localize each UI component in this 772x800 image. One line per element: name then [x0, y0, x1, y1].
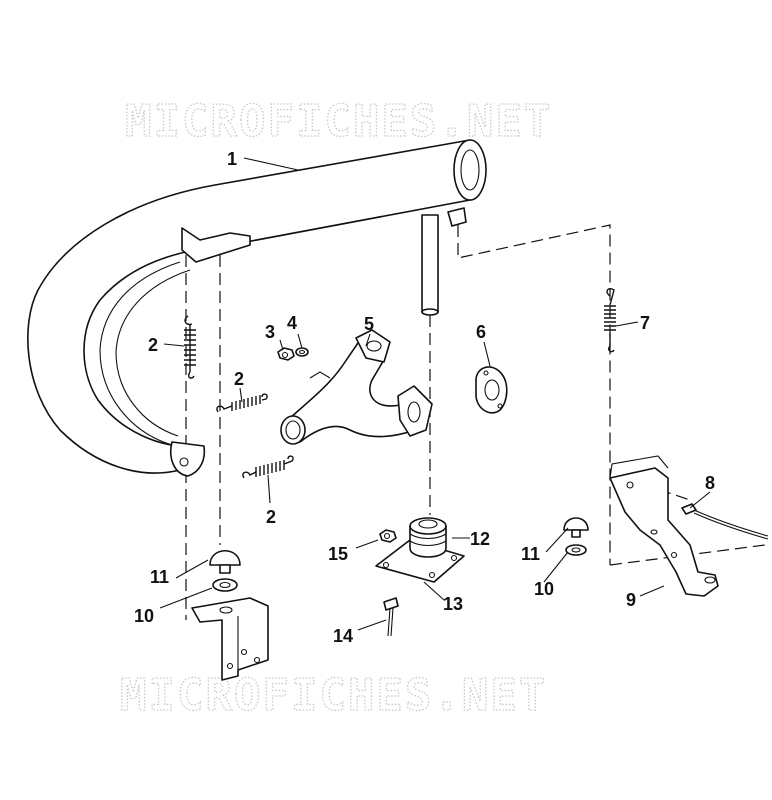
leader-lines — [159, 157, 711, 631]
callout-3: 3 — [265, 322, 275, 342]
part-6-gasket — [475, 366, 508, 414]
callout-6: 6 — [476, 322, 486, 342]
callout-1: 1 — [227, 149, 237, 169]
part-7-spring — [604, 287, 616, 353]
callout-13: 13 — [443, 594, 463, 614]
callout-9: 9 — [626, 590, 636, 610]
callout-labels: 1 2 2 2 3 4 5 6 7 8 9 10 10 11 11 12 13 … — [134, 149, 715, 646]
part-8-cable — [681, 503, 769, 540]
watermark-top: MICROFICHES.NET — [125, 96, 552, 147]
callout-11-right: 11 — [521, 544, 540, 564]
part-1-muffler — [27, 139, 487, 477]
callout-4: 4 — [287, 313, 297, 333]
part-4-washer — [295, 347, 309, 357]
callout-10-right: 10 — [534, 579, 554, 599]
callout-7: 7 — [640, 313, 650, 333]
part-11-bumper-left — [209, 550, 241, 574]
part-2-spring-lower — [242, 455, 294, 479]
callout-14: 14 — [333, 626, 353, 646]
callout-2-middle: 2 — [234, 369, 244, 389]
assembly-lines — [185, 224, 766, 620]
part-5-y-pipe — [280, 329, 433, 445]
callout-12: 12 — [470, 529, 490, 549]
watermark-bottom: MICROFICHES.NET — [120, 670, 547, 721]
part-9-bracket — [609, 455, 719, 597]
left-mounting-bracket — [191, 597, 269, 681]
part-2-spring-middle — [216, 393, 268, 413]
part-12-rubber-grommet — [409, 517, 447, 558]
part-3-nut — [277, 347, 295, 361]
part-2-spring-upper — [184, 315, 196, 379]
part-10-washer-right — [565, 544, 587, 556]
callout-10-left: 10 — [134, 606, 154, 626]
callout-15: 15 — [328, 544, 348, 564]
callout-2-upper: 2 — [148, 335, 158, 355]
callout-5: 5 — [364, 314, 374, 334]
part-14-screw — [383, 597, 399, 637]
part-11-bumper-right — [563, 517, 589, 538]
part-15-washer — [379, 529, 397, 543]
callout-2-lower: 2 — [266, 507, 276, 527]
callout-11-left: 11 — [150, 567, 169, 587]
part-10-washer-left — [212, 578, 238, 592]
callout-8: 8 — [705, 473, 715, 493]
